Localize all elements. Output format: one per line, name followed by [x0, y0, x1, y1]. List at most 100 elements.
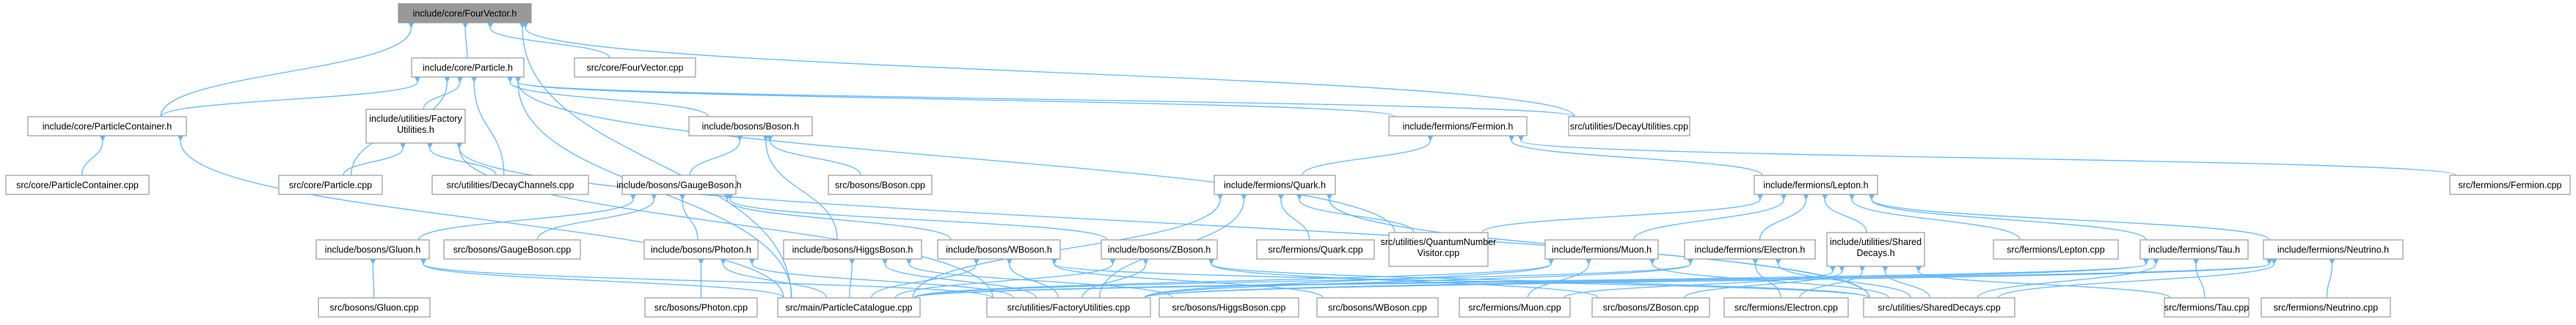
node-box	[1568, 116, 1690, 136]
graph-node-decayutil-cpp[interactable]: src/utilities/DecayUtilities.cpp	[1568, 116, 1690, 136]
graph-node-container-h[interactable]: include/core/ParticleContainer.h	[27, 116, 187, 136]
edge-tau_cpp-to-tau_h	[2192, 258, 2205, 299]
node-box	[2263, 239, 2404, 260]
node-box	[1684, 239, 1816, 260]
graph-node-container-cpp[interactable]: src/core/ParticleContainer.cpp	[5, 175, 150, 195]
edge-muon_h-to-lepton_h	[1633, 193, 1787, 241]
graph-node-electron-h[interactable]: include/fermions/Electron.h	[1684, 239, 1816, 260]
edge-tau_h-to-lepton_h	[1868, 193, 2147, 241]
node-box	[27, 116, 187, 136]
graph-node-shareddecays-cpp[interactable]: src/utilities/SharedDecays.cpp	[1863, 297, 2015, 318]
graph-node-particle-h[interactable]: include/core/Particle.h	[411, 57, 525, 78]
graph-node-zboson-h[interactable]: include/bosons/ZBoson.h	[1101, 239, 1218, 260]
edge-catalogue_cpp-to-fourvector_h	[519, 21, 792, 299]
node-box	[937, 239, 1061, 260]
graph-node-particle-cpp[interactable]: src/core/Particle.cpp	[278, 175, 383, 195]
node-label: include/bosons/ZBoson.h	[1108, 245, 1211, 255]
node-label: include/core/Particle.h	[423, 63, 513, 73]
edge-particle_cpp-to-factory_h	[343, 142, 406, 176]
graph-node-zboson-cpp[interactable]: src/bosons/ZBoson.cpp	[1591, 297, 1710, 318]
edge-catalogue_cpp-to-higgs_h	[848, 258, 855, 299]
node-label: include/bosons/WBoson.h	[946, 245, 1052, 255]
graph-node-gaugeboson-cpp[interactable]: src/bosons/GaugeBoson.cpp	[443, 239, 581, 260]
graph-node-factory-h[interactable]: include/utilities/FactoryUtilities.h	[365, 109, 466, 144]
edge-gaugeboson_cpp-to-gaugeboson_h	[536, 193, 657, 241]
graph-node-fourvector-cpp[interactable]: src/core/FourVector.cpp	[574, 57, 696, 78]
node-label: src/utilities/DecayUtilities.cpp	[1570, 122, 1688, 132]
node-box	[443, 239, 581, 260]
graph-node-neutrino-h[interactable]: include/fermions/Neutrino.h	[2263, 239, 2404, 260]
node-box	[318, 297, 431, 318]
graph-node-boson-cpp[interactable]: src/bosons/Boson.cpp	[828, 175, 933, 195]
node-label: src/fermions/Tau.cpp	[2164, 303, 2249, 313]
node-label: src/utilities/SharedDecays.cpp	[1878, 303, 2000, 313]
graph-node-quark-cpp[interactable]: src/fermions/Quark.cpp	[1256, 239, 1375, 260]
node-box	[1388, 232, 1489, 267]
edge-qnv_cpp-to-quark_h	[1296, 193, 1415, 233]
node-layer: include/core/FourVector.h src/core/FourVe…	[5, 3, 2571, 318]
graph-node-fermion-h[interactable]: include/fermions/Fermion.h	[1388, 116, 1528, 136]
node-label: src/bosons/GaugeBoson.cpp	[453, 245, 572, 255]
edge-catalogue_cpp-to-muon_h	[913, 258, 1555, 299]
graph-node-photon-cpp[interactable]: src/bosons/Photon.cpp	[644, 297, 758, 318]
edge-zboson_h-to-gaugeboson_h	[726, 193, 1108, 241]
graph-node-electron-cpp[interactable]: src/fermions/Electron.cpp	[1723, 297, 1849, 318]
node-label: include/bosons/GaugeBoson.h	[616, 180, 741, 191]
graph-node-lepton-h[interactable]: include/fermions/Lepton.h	[1754, 175, 1878, 195]
graph-node-tau-h[interactable]: include/fermions/Tau.h	[2139, 239, 2249, 260]
graph-node-wboson-h[interactable]: include/bosons/WBoson.h	[937, 239, 1061, 260]
edge-quark_h-to-fermion_h	[1302, 134, 1434, 176]
graph-node-muon-cpp[interactable]: src/fermions/Muon.cpp	[1459, 297, 1571, 318]
graph-node-tau-cpp[interactable]: src/fermions/Tau.cpp	[2164, 297, 2250, 318]
edge-shareddecays_h-to-lepton_h	[1821, 193, 1867, 233]
node-label: src/bosons/Boson.cpp	[835, 180, 925, 191]
node-label: include/fermions/Neutrino.h	[2277, 245, 2389, 255]
edge-factory_cpp-to-zboson_h	[1081, 258, 1150, 299]
node-box	[783, 239, 922, 260]
node-label: src/fermions/Neutrino.cpp	[2274, 303, 2378, 313]
edge-zboson_cpp-to-shareddecays_h	[1684, 265, 1846, 299]
graph-node-gluon-cpp[interactable]: src/bosons/Gluon.cpp	[318, 297, 431, 318]
edge-photon_h-to-gaugeboson_h	[679, 193, 698, 241]
graph-node-catalogue-cpp[interactable]: src/main/ParticleCatalogue.cpp	[777, 297, 921, 318]
node-label: include/fermions/Electron.h	[1695, 245, 1806, 255]
graph-node-factory-cpp[interactable]: src/utilities/FactoryUtilities.cpp	[986, 297, 1151, 318]
node-box	[1591, 297, 1710, 318]
edge-higgs_cpp-to-higgs_h	[905, 258, 1173, 299]
graph-node-higgs-cpp[interactable]: src/bosons/HiggsBoson.cpp	[1159, 297, 1299, 318]
graph-node-gaugeboson-h[interactable]: include/bosons/GaugeBoson.h	[616, 175, 742, 195]
graph-node-neutrino-cpp[interactable]: src/fermions/Neutrino.cpp	[2261, 297, 2391, 318]
node-box	[2139, 239, 2249, 260]
graph-node-lepton-cpp[interactable]: src/fermions/Lepton.cpp	[1993, 239, 2119, 260]
edge-decayutil_cpp-to-particle_h	[514, 76, 1575, 117]
graph-node-fourvector-h[interactable]: include/core/FourVector.h	[398, 3, 532, 23]
node-label: src/utilities/DecayChannels.cpp	[447, 180, 574, 191]
edge-factory_cpp-to-gluon_h	[420, 258, 993, 299]
edge-neutrino_h-to-lepton_h	[1868, 193, 2270, 241]
graph-node-wboson-cpp[interactable]: src/bosons/WBoson.cpp	[1316, 297, 1439, 318]
graph-node-quark-h[interactable]: include/fermions/Quark.h	[1214, 175, 1336, 195]
graph-node-fermion-cpp[interactable]: src/fermions/Fermion.cpp	[2449, 175, 2571, 195]
edge-catalogue_cpp-to-photon_h	[720, 258, 828, 299]
graph-node-decaychannels-cpp[interactable]: src/utilities/DecayChannels.cpp	[431, 175, 589, 195]
edge-lepton_h-to-fermion_h	[1508, 134, 1763, 176]
node-label: include/fermions/Muon.h	[1552, 245, 1652, 255]
graph-node-photon-h[interactable]: include/bosons/Photon.h	[643, 239, 759, 260]
edge-lepton_cpp-to-lepton_h	[1848, 193, 2021, 241]
graph-node-boson-h[interactable]: include/bosons/Boson.h	[688, 116, 813, 136]
edge-shareddecays_cpp-to-wboson_h	[1051, 258, 1870, 299]
node-label: Visitor.cpp	[1417, 248, 1459, 258]
node-label: src/core/ParticleContainer.cpp	[16, 180, 139, 191]
graph-node-shareddecays-h[interactable]: include/utilities/SharedDecays.h	[1826, 232, 1925, 267]
edge-factory_h-to-particle_h	[423, 76, 464, 110]
node-label: src/utilities/QuantumNumber	[1381, 237, 1497, 247]
node-label: src/fermions/Electron.cpp	[1734, 303, 1838, 313]
graph-node-gluon-h[interactable]: include/bosons/Gluon.h	[315, 239, 430, 260]
edge-catalogue_cpp-to-container_h	[177, 134, 784, 299]
edge-neutrino_cpp-to-neutrino_h	[2326, 258, 2336, 299]
node-box	[431, 175, 589, 195]
graph-node-muon-h[interactable]: include/fermions/Muon.h	[1544, 239, 1659, 260]
graph-node-higgs-h[interactable]: include/bosons/HiggsBoson.h	[783, 239, 922, 260]
